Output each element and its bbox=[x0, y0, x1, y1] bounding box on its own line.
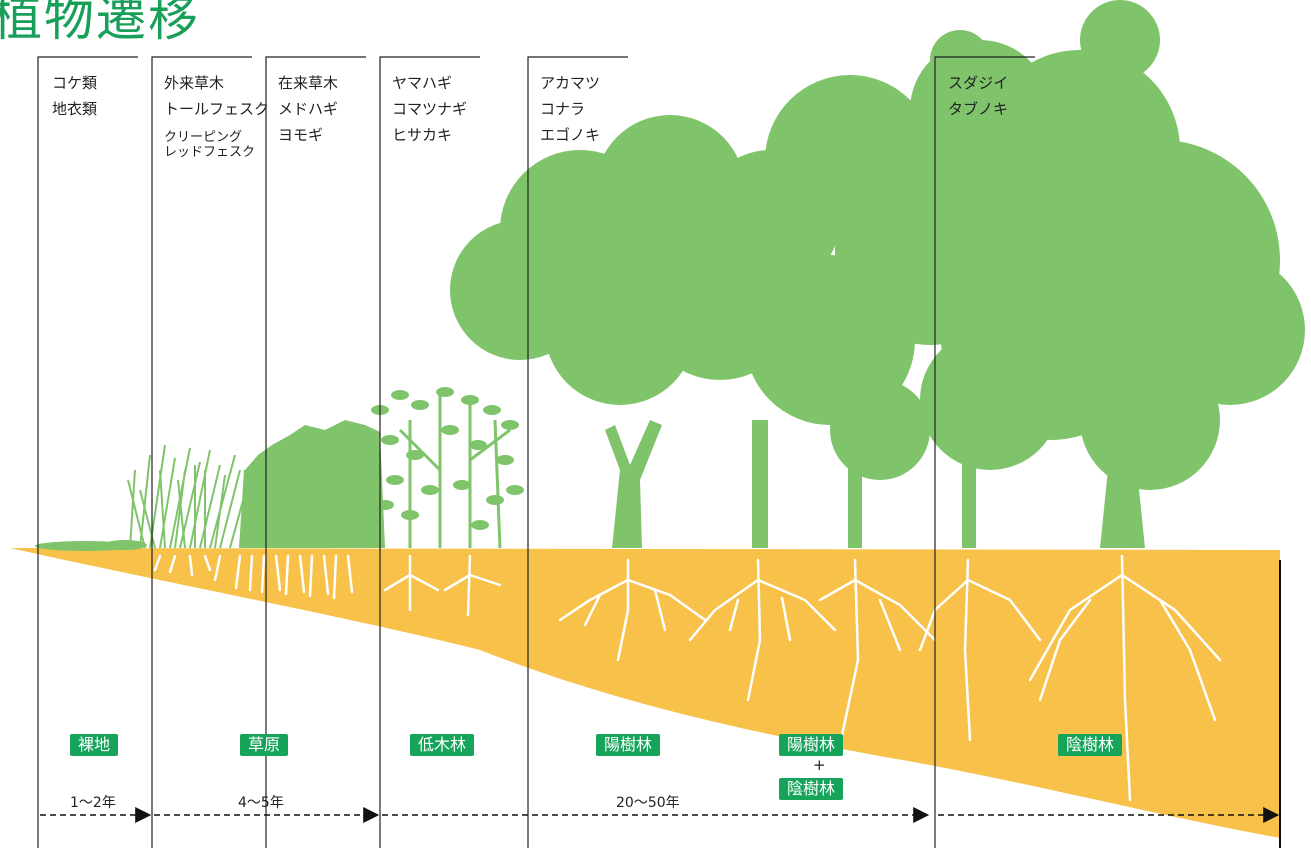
stage-badge-shade-forest: 陰樹林 bbox=[1058, 734, 1123, 756]
stage-badge-shrubland: 低木林 bbox=[410, 734, 475, 756]
plus-sign: + bbox=[813, 756, 826, 774]
species-label: エゴノキ bbox=[540, 126, 601, 144]
stage-badge-sun-forest: 陽樹林 bbox=[596, 734, 661, 756]
species-list-shrub: ヤマハギ コマツナギ ヒサカキ bbox=[392, 70, 467, 148]
period-label: 4～5年 bbox=[238, 795, 284, 811]
grass-plants bbox=[127, 444, 251, 549]
species-label: クリーピング bbox=[164, 130, 243, 145]
species-label: 外来草木 bbox=[164, 74, 225, 92]
roots bbox=[153, 554, 1222, 802]
stage-badge-bare: 裸地 bbox=[70, 734, 119, 756]
species-list-introduced: 外来草木 トールフェスク クリーピング レッドフェスク bbox=[164, 70, 269, 160]
species-label: アカマツ bbox=[540, 74, 601, 92]
shrub-plants bbox=[371, 387, 524, 549]
species-label: ヨモギ bbox=[278, 126, 324, 144]
species-label: コケ類 bbox=[52, 74, 98, 92]
species-list-sun-tree: アカマツ コナラ エゴノキ bbox=[540, 70, 600, 148]
moss-plants bbox=[35, 540, 147, 551]
species-label: ヒサカキ bbox=[392, 126, 453, 144]
tree-canopies bbox=[450, 0, 1305, 490]
stage-badge-grassland: 草原 bbox=[240, 734, 289, 756]
species-label: コナラ bbox=[540, 100, 586, 118]
column-dividers bbox=[37, 56, 1281, 848]
herb-bushes bbox=[240, 420, 385, 548]
tree-trunks bbox=[605, 420, 1145, 548]
species-label: トールフェスク bbox=[164, 100, 270, 118]
species-label: タブノキ bbox=[948, 100, 1009, 118]
species-list-bare: コケ類 地衣類 bbox=[52, 70, 97, 122]
species-label: 地衣類 bbox=[52, 100, 98, 118]
stage-badge-mixed-forest: 陽樹林 bbox=[779, 734, 844, 756]
species-list-native: 在来草木 メドハギ ヨモギ bbox=[278, 70, 338, 148]
stage-badge-mixed-forest-2: 陰樹林 bbox=[779, 778, 844, 800]
period-label: 20～50年 bbox=[616, 795, 680, 811]
species-label: コマツナギ bbox=[392, 100, 468, 118]
soil-layer bbox=[10, 548, 1280, 838]
period-label: 1～2年 bbox=[70, 795, 116, 811]
species-label: 在来草木 bbox=[278, 74, 339, 92]
species-label: ヤマハギ bbox=[392, 74, 453, 92]
species-label: メドハギ bbox=[278, 100, 339, 118]
species-label: レッドフェスク bbox=[164, 145, 256, 160]
species-label: スダジイ bbox=[948, 74, 1009, 92]
species-list-shade-tree: スダジイ タブノキ bbox=[948, 70, 1008, 122]
page-title: 植物遷移 bbox=[0, 0, 200, 47]
